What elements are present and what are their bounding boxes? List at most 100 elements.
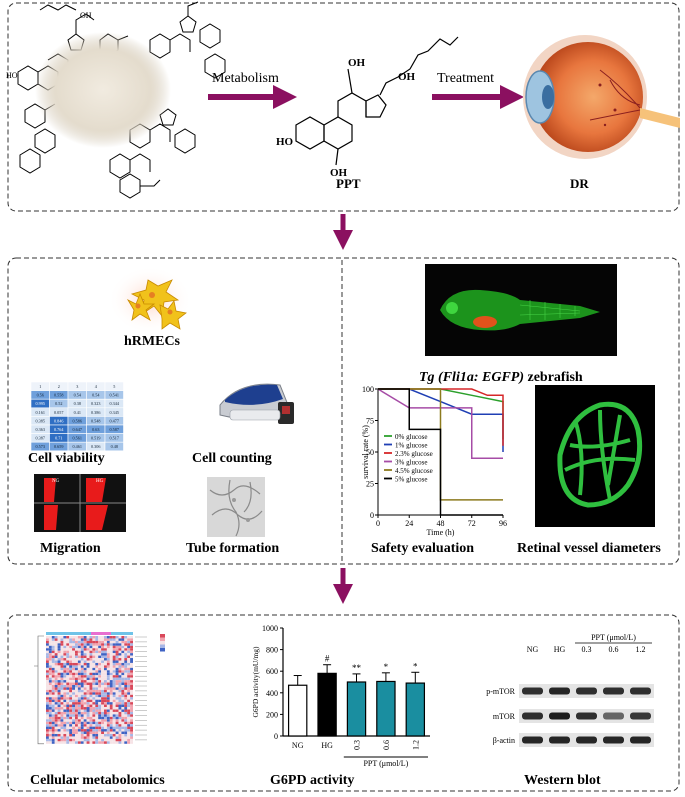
heatmap-cell xyxy=(127,677,131,681)
legend-entry: 0% glucose xyxy=(395,433,427,441)
heatmap-cell xyxy=(69,702,73,705)
heatmap-cell xyxy=(54,658,58,661)
heatmap-cell xyxy=(83,692,87,695)
heatmap-cell xyxy=(112,667,116,671)
heatmap-cell xyxy=(54,736,58,739)
heatmap-cell xyxy=(92,687,96,690)
blot-band-label: p-mTOR xyxy=(486,687,515,696)
heatmap-cell xyxy=(89,675,93,678)
heatmap-cell xyxy=(104,709,107,712)
heatmap-cell xyxy=(77,702,81,705)
heatmap-cell xyxy=(46,648,49,651)
heatmap-cell xyxy=(95,697,99,700)
heatmap-cell xyxy=(127,707,131,710)
heatmap-cell xyxy=(109,736,113,739)
heatmap-cell xyxy=(121,670,125,673)
heatmap-cell xyxy=(86,677,90,681)
heatmap-cell xyxy=(98,660,102,663)
heatmap-cell xyxy=(83,734,87,737)
heatmap-cell xyxy=(48,643,52,646)
heatmap-cell xyxy=(112,636,116,639)
heatmap-cell xyxy=(106,636,110,639)
heatmap-cell xyxy=(46,724,49,727)
heatmap-cell xyxy=(69,736,73,739)
heatmap-cell xyxy=(54,643,58,646)
heatmap-cell xyxy=(54,719,58,722)
heatmap-cell xyxy=(86,672,90,676)
heatmap-cell xyxy=(46,636,49,639)
heatmap-cell xyxy=(115,724,119,727)
heatmap-cell xyxy=(86,702,90,705)
heatmap-key-swatch xyxy=(160,637,165,641)
heatmap-cell xyxy=(101,704,104,708)
heatmap-cell xyxy=(57,736,61,739)
table-cell-value: 0.461 xyxy=(73,444,82,449)
heatmap-cell xyxy=(89,655,93,659)
heatmap-cell xyxy=(127,643,131,646)
heatmap-cell xyxy=(106,685,110,688)
heatmap-cell xyxy=(83,636,87,639)
heatmap-cell xyxy=(83,736,87,739)
y-tick-label: 800 xyxy=(266,646,278,655)
heatmap-cell xyxy=(48,672,52,676)
heatmap-cell xyxy=(118,662,122,666)
heatmap-cell xyxy=(86,653,90,656)
heatmap-cell xyxy=(89,689,93,693)
heatmap-cell xyxy=(48,726,52,730)
heatmap-cell xyxy=(72,638,75,641)
heatmap-cell xyxy=(127,653,131,656)
heatmap-cell xyxy=(48,680,52,683)
heatmap-cell xyxy=(101,721,104,725)
heatmap-cell xyxy=(92,667,96,671)
heatmap-cell xyxy=(63,741,67,744)
heatmap-cell xyxy=(77,694,81,698)
heatmap-group-bar xyxy=(91,632,111,635)
heatmap-cell xyxy=(69,689,73,693)
heatmap-cell xyxy=(101,689,104,693)
heatmap-cell xyxy=(112,741,116,744)
heatmap-cell xyxy=(60,667,64,671)
heatmap-cell xyxy=(48,648,52,651)
heatmap-cell xyxy=(89,645,93,649)
heatmap-cell xyxy=(72,699,75,703)
heatmap-cell xyxy=(46,653,49,656)
heatmap-cell xyxy=(112,689,116,693)
heatmap-cell xyxy=(104,682,107,685)
heatmap-cell xyxy=(86,687,90,690)
heatmap-cell xyxy=(95,670,99,673)
heatmap-cell xyxy=(106,707,110,710)
heatmap-cell xyxy=(106,680,110,683)
table-cell-value: 0.846 xyxy=(54,418,63,423)
heatmap-cell xyxy=(57,653,61,656)
heatmap-cell xyxy=(86,689,90,693)
heatmap-cell xyxy=(69,697,73,700)
heatmap-cell xyxy=(57,672,61,676)
heatmap-cell xyxy=(80,704,84,708)
heatmap-cell xyxy=(77,734,81,737)
blot-band xyxy=(549,712,570,720)
heatmap-cell xyxy=(77,741,81,744)
x-tick-label: 96 xyxy=(499,519,507,528)
heatmap-cell xyxy=(104,692,107,695)
heatmap-cell xyxy=(46,655,49,659)
heatmap-cell xyxy=(127,711,131,715)
heatmap-cell xyxy=(121,699,125,703)
heatmap-cell xyxy=(63,667,67,671)
heatmap-cell xyxy=(86,643,90,646)
heatmap-cell xyxy=(60,738,64,742)
heatmap-cell xyxy=(118,694,122,698)
heatmap-cell xyxy=(54,738,58,742)
heatmap-cell xyxy=(130,694,133,698)
heatmap-cell xyxy=(92,738,96,742)
heatmap-cell xyxy=(57,687,61,690)
y-axis-label: survival rate (%) xyxy=(361,425,370,479)
heatmap-cell xyxy=(86,680,90,683)
heatmap-cell xyxy=(115,704,119,708)
heatmap-cell xyxy=(57,648,61,651)
heatmap-cell xyxy=(121,643,125,646)
heatmap-cell xyxy=(118,711,122,715)
heatmap-cell xyxy=(46,638,49,641)
heatmap-cell xyxy=(51,709,55,712)
heatmap-cell xyxy=(51,726,55,730)
heatmap-cell xyxy=(104,672,107,676)
